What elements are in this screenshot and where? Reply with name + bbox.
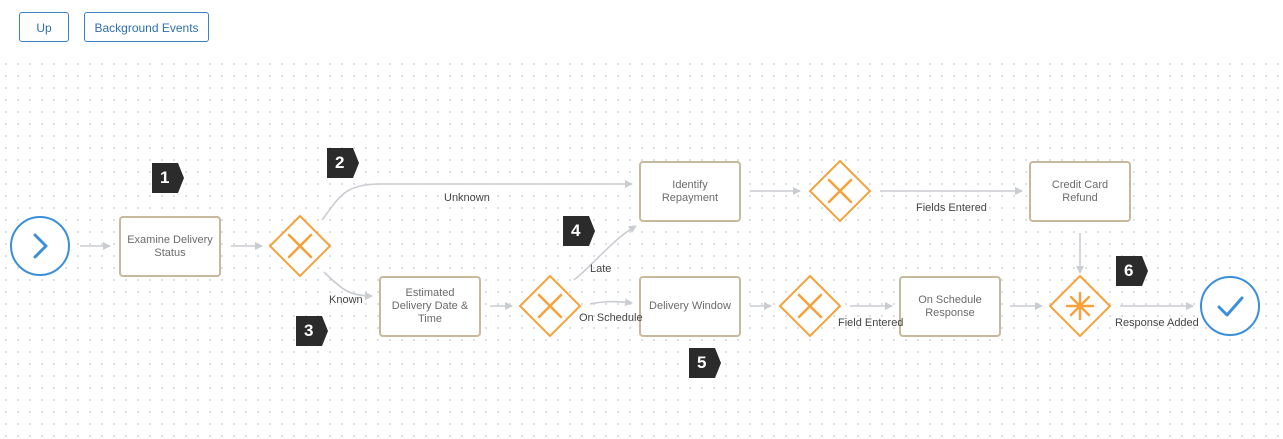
edge-label-field-entered: Field Entered	[838, 317, 904, 329]
gateway-4[interactable]	[778, 274, 842, 338]
up-button[interactable]: Up	[19, 12, 69, 42]
diagram-edges	[10, 159, 1260, 338]
edge-gateway1-estimated	[323, 271, 373, 300]
chevron-right-icon	[33, 233, 48, 259]
x-icon	[827, 178, 853, 204]
edge-label-unknown: Unknown	[444, 192, 490, 204]
step-marker-6: 6	[1116, 256, 1148, 286]
checkmark-icon	[1217, 296, 1244, 317]
task-identify-repayment[interactable]: Identify Repayment	[639, 161, 741, 222]
toolbar: Up Background Events	[0, 0, 1283, 58]
gateway-5[interactable]	[1048, 274, 1112, 338]
step-marker-1: 1	[152, 163, 184, 193]
edge-gateway2-identify	[573, 225, 637, 281]
background-events-button[interactable]: Background Events	[84, 12, 209, 42]
edge-label-response-added: Response Added	[1115, 317, 1199, 329]
edge-gateway2-delivery-window	[589, 298, 633, 307]
gateway-1[interactable]	[268, 214, 332, 278]
end-event[interactable]	[1200, 276, 1260, 336]
step-marker-5: 5	[689, 348, 721, 378]
task-credit-card-refund[interactable]: Credit Card Refund	[1029, 161, 1131, 222]
edge-label-on-schedule: On Schedule	[579, 312, 643, 324]
x-icon	[797, 293, 823, 319]
task-examine-delivery-status[interactable]: Examine Delivery Status	[119, 216, 221, 277]
start-event[interactable]	[10, 216, 70, 276]
gateway-3[interactable]	[808, 159, 872, 223]
edge-gateway1-identify	[321, 180, 633, 221]
edge-label-fields-entered: Fields Entered	[916, 202, 987, 214]
asterisk-icon	[1065, 291, 1095, 321]
gateway-2[interactable]	[518, 274, 582, 338]
task-on-schedule-response[interactable]: On Schedule Response	[899, 276, 1001, 337]
edge-label-known: Known	[329, 294, 363, 306]
edge-label-late: Late	[590, 263, 612, 275]
step-marker-2: 2	[327, 148, 359, 178]
diagram-canvas[interactable]: Examine Delivery Status Estimated Delive…	[0, 58, 1283, 439]
x-icon	[287, 233, 313, 259]
step-marker-3: 3	[296, 316, 328, 346]
step-marker-4: 4	[563, 216, 595, 246]
task-estimated-delivery[interactable]: Estimated Delivery Date & Time	[379, 276, 481, 337]
task-delivery-window[interactable]: Delivery Window	[639, 276, 741, 337]
x-icon	[537, 293, 563, 319]
